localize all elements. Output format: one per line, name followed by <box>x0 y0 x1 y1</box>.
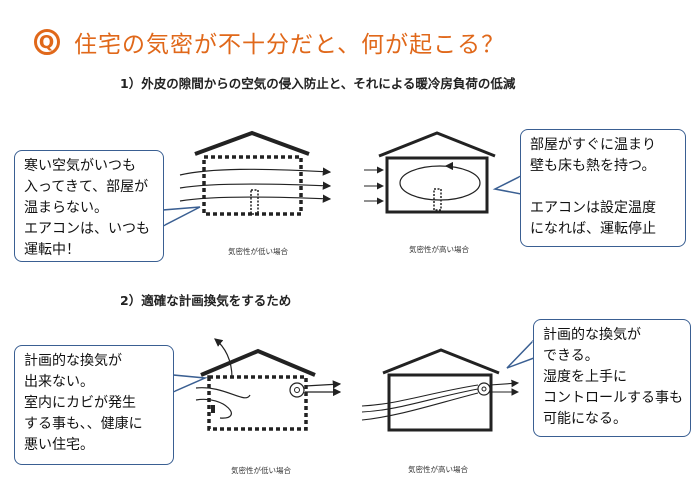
callout-tail-3 <box>171 374 208 394</box>
house-low-airtight-heating <box>179 130 332 216</box>
callout-tail-1 <box>161 206 201 228</box>
section-1-heading: 1）外皮の隙間からの空気の侵入防止と、それによる暖冷房負荷の低減 <box>120 76 516 91</box>
callout-tail-4 <box>506 338 536 369</box>
caption-low-airtight-1: 気密性が低い場合 <box>228 247 288 256</box>
q-icon: Q <box>34 29 60 55</box>
callout-high-airtight-heating: 部屋がすぐに温まり 壁も床も熱を持つ。 エアコンは設定温度 になれば、運転停止 <box>520 129 686 247</box>
caption-high-airtight-2: 気密性が高い場合 <box>408 465 468 474</box>
callout-low-airtight-ventilation: 計画的な換気が 出来ない。 室内にカビが発生 する事も、、健康に 悪い住宅。 <box>14 345 174 465</box>
caption-high-airtight-1: 気密性が高い場合 <box>409 245 469 254</box>
house-low-airtight-ventilation <box>195 338 342 431</box>
callout-tail-2 <box>492 174 523 195</box>
section-2-heading: 2）適確な計画換気をするため <box>120 293 292 308</box>
house-high-airtight-heating <box>364 131 496 214</box>
fan-icon <box>289 382 305 398</box>
house-high-airtight-ventilation <box>361 348 520 432</box>
callout-low-airtight-heating: 寒い空気がいつも 入ってきて、部屋が 温まらない。 エアコンは、いつも 運転中！ <box>14 150 164 262</box>
page-title-text: 住宅の気密が不十分だと、何が起こる？ <box>74 32 506 58</box>
caption-low-airtight-2: 気密性が低い場合 <box>231 466 291 475</box>
page-title: Q 住宅の気密が不十分だと、何が起こる？ <box>34 22 505 62</box>
fan-icon <box>477 382 491 396</box>
callout-high-airtight-ventilation: 計画的な換気が できる。 湿度を上手に コントロールする事も 可能になる。 <box>533 319 691 437</box>
